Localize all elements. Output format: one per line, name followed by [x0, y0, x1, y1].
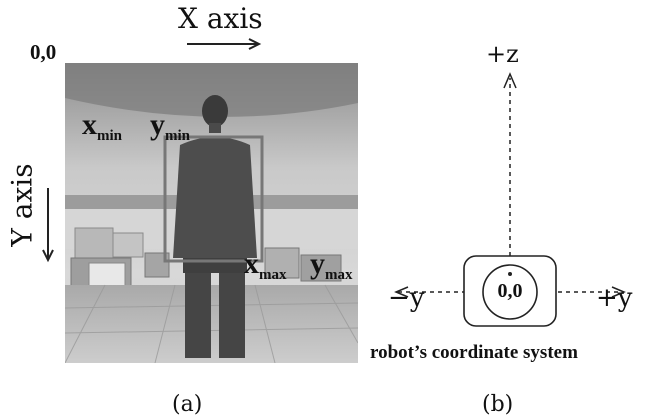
pos-z-label: +z	[486, 40, 519, 68]
origin-circle	[482, 264, 538, 320]
origin-dot	[508, 272, 512, 276]
robot-origin-label: 0,0	[497, 280, 523, 302]
y-axis-arrow	[42, 188, 54, 263]
y-axis-label-text: Y axis	[5, 163, 39, 247]
robot-coordinate-caption: robot’s coordinate system	[370, 342, 578, 363]
caption-b: (b)	[482, 392, 514, 417]
camera-image	[65, 63, 358, 363]
pos-y-label: +y	[596, 283, 633, 313]
neg-y-label: −y	[388, 283, 425, 313]
z-axis-arrowhead	[503, 72, 517, 89]
x-axis-arrow	[187, 38, 262, 50]
neg-y-arrowhead	[394, 286, 409, 298]
x-axis-label: X axis	[178, 2, 263, 35]
robot-coordinate-diagram	[394, 72, 626, 327]
pos-y-arrowhead	[611, 286, 626, 298]
y-axis-label: Y axis	[2, 160, 42, 250]
caption-a: (a)	[172, 392, 203, 417]
ymax-label: ymax	[310, 247, 353, 283]
xmin-label: xmin	[82, 108, 123, 144]
origin-label: 0,0	[30, 40, 57, 64]
xmax-label: xmax	[244, 247, 287, 283]
ymin-label: ymin	[150, 108, 191, 144]
